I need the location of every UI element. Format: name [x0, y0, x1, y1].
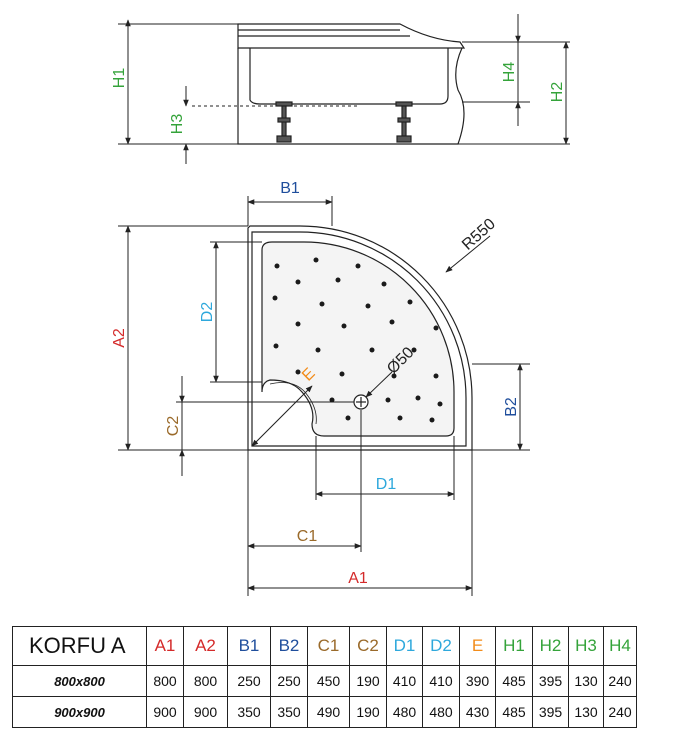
cell-c1: 490	[307, 696, 350, 728]
technical-drawing: H1 H3 H4 H2	[111, 14, 570, 596]
column-header-b1: B1	[227, 626, 271, 666]
cell-b1: 350	[227, 696, 271, 728]
label-H2: H2	[549, 82, 566, 103]
column-header-h1: H1	[495, 626, 533, 666]
cell-d2: 410	[422, 665, 460, 697]
leg-left	[275, 101, 293, 143]
cell-h2: 395	[532, 665, 569, 697]
column-header-d1: D1	[386, 626, 423, 666]
cell-h3: 130	[568, 665, 604, 697]
label-D2: D2	[199, 302, 216, 323]
label-radius: R550	[459, 215, 499, 253]
label-C2: C2	[165, 416, 182, 437]
label-A2: A2	[111, 328, 128, 348]
label-H4: H4	[501, 62, 518, 83]
label-H1: H1	[111, 68, 128, 89]
cell-b1: 250	[227, 665, 271, 697]
column-header-c1: C1	[307, 626, 350, 666]
cell-h4: 240	[603, 696, 637, 728]
cell-e: 430	[459, 696, 496, 728]
cell-h1: 485	[495, 696, 533, 728]
column-header-h2: H2	[532, 626, 569, 666]
column-header-d2: D2	[422, 626, 460, 666]
column-header-a1: A1	[146, 626, 184, 666]
cell-c1: 450	[307, 665, 350, 697]
cell-h4: 240	[603, 665, 637, 697]
cell-a1: 800	[146, 665, 184, 697]
column-header-b2: B2	[270, 626, 308, 666]
cell-h2: 395	[532, 696, 569, 728]
label-B2: B2	[503, 397, 520, 417]
leg-right	[395, 101, 413, 143]
anti-slip-dots	[272, 257, 443, 423]
label-H3: H3	[169, 114, 186, 135]
cell-h1: 485	[495, 665, 533, 697]
cell-c2: 190	[349, 696, 387, 728]
cell-c2: 190	[349, 665, 387, 697]
column-header-c2: C2	[349, 626, 387, 666]
cell-e: 390	[459, 665, 496, 697]
cell-b2: 250	[270, 665, 308, 697]
column-header-h3: H3	[568, 626, 604, 666]
cell-a1: 900	[146, 696, 184, 728]
column-header-a2: A2	[183, 626, 228, 666]
row-size: 800x800	[12, 665, 147, 697]
cell-d2: 480	[422, 696, 460, 728]
cell-h3: 130	[568, 696, 604, 728]
cell-d1: 410	[386, 665, 423, 697]
column-header-h4: H4	[603, 626, 637, 666]
top-view	[118, 196, 530, 596]
label-B1: B1	[280, 180, 300, 197]
row-size: 900x900	[12, 696, 147, 728]
label-A1: A1	[348, 570, 368, 587]
model-name: KORFU A	[12, 626, 147, 666]
column-header-e: E	[459, 626, 496, 666]
cell-b2: 350	[270, 696, 308, 728]
label-C1: C1	[297, 528, 318, 545]
label-D1: D1	[376, 476, 397, 493]
cell-a2: 900	[183, 696, 228, 728]
side-view	[118, 14, 570, 164]
cell-d1: 480	[386, 696, 423, 728]
cell-a2: 800	[183, 665, 228, 697]
